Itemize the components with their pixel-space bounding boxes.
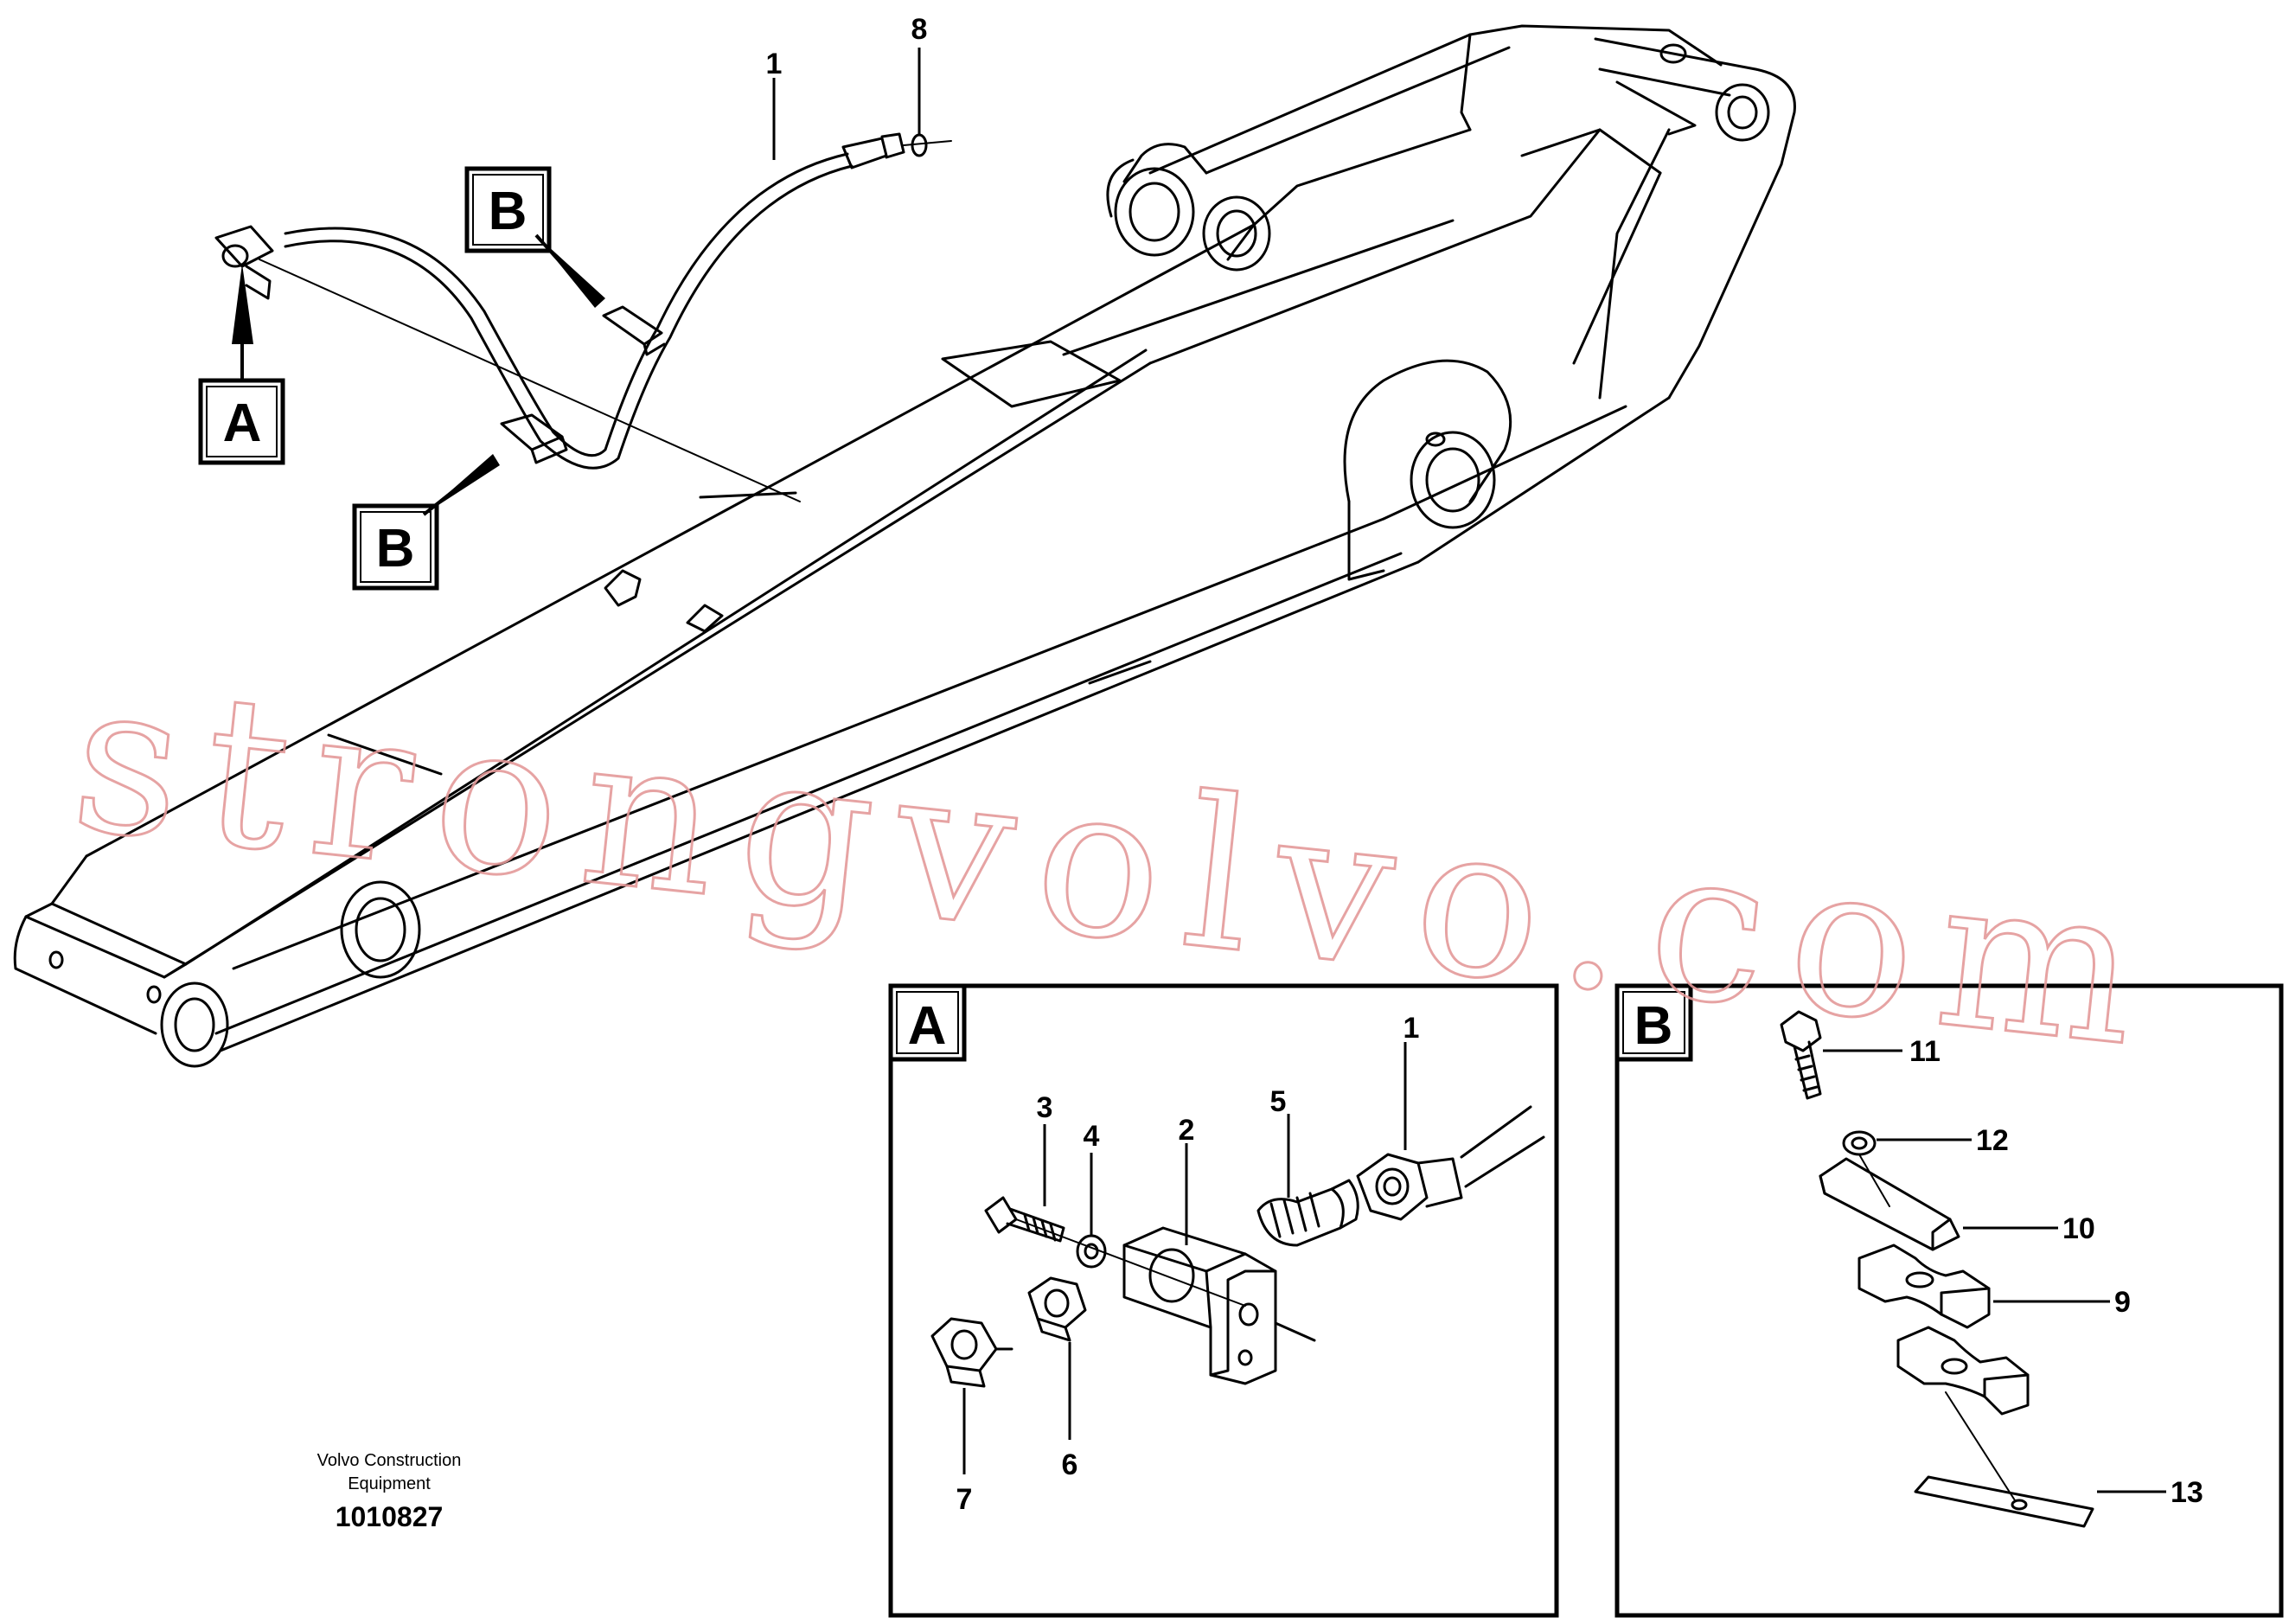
callout-label-3: 3 (1037, 1091, 1053, 1124)
callout-label-6: 6 (1062, 1448, 1078, 1481)
callout-label-2: 2 (1179, 1114, 1195, 1147)
callout-label-1-detail: 1 (1403, 1012, 1420, 1045)
drawing-number: 1010827 (336, 1501, 444, 1532)
callout-8: 8 (911, 13, 928, 134)
callout-label-10: 10 (2062, 1212, 2095, 1245)
hose-assembly (214, 132, 952, 502)
detail-panel-b: B (1614, 983, 2284, 1618)
letter-box-b-lower: B (352, 454, 500, 591)
callout-label-11: 11 (1909, 1035, 1941, 1068)
callout-label-8: 8 (911, 13, 928, 46)
o-ring-8 (911, 133, 928, 157)
footer-company-line1: Volvo Construction (317, 1451, 462, 1470)
footer-company-line2: Equipment (348, 1474, 431, 1493)
excavator-boom (13, 24, 1796, 1068)
letter-b-lower: B (376, 519, 415, 579)
detail-panel-a: A (888, 983, 1559, 1618)
callout-label-4: 4 (1084, 1120, 1100, 1153)
callout-label-12: 12 (1976, 1124, 2009, 1157)
letter-b-detail: B (1634, 996, 1673, 1056)
callout-label-13: 13 (2171, 1476, 2203, 1509)
letter-b-upper: B (489, 182, 527, 241)
letter-a-detail: A (908, 996, 947, 1056)
footer-block: Volvo Construction Equipment 1010827 (317, 1451, 462, 1532)
callout-1: 1 (766, 48, 783, 160)
letter-box-b-upper: B (464, 166, 605, 308)
callout-label-1: 1 (766, 48, 783, 80)
callout-label-5: 5 (1270, 1085, 1287, 1118)
callout-label-7: 7 (956, 1483, 973, 1516)
letter-box-a: A (198, 264, 285, 465)
letter-a-main: A (223, 393, 262, 453)
callout-label-9: 9 (2114, 1286, 2131, 1319)
